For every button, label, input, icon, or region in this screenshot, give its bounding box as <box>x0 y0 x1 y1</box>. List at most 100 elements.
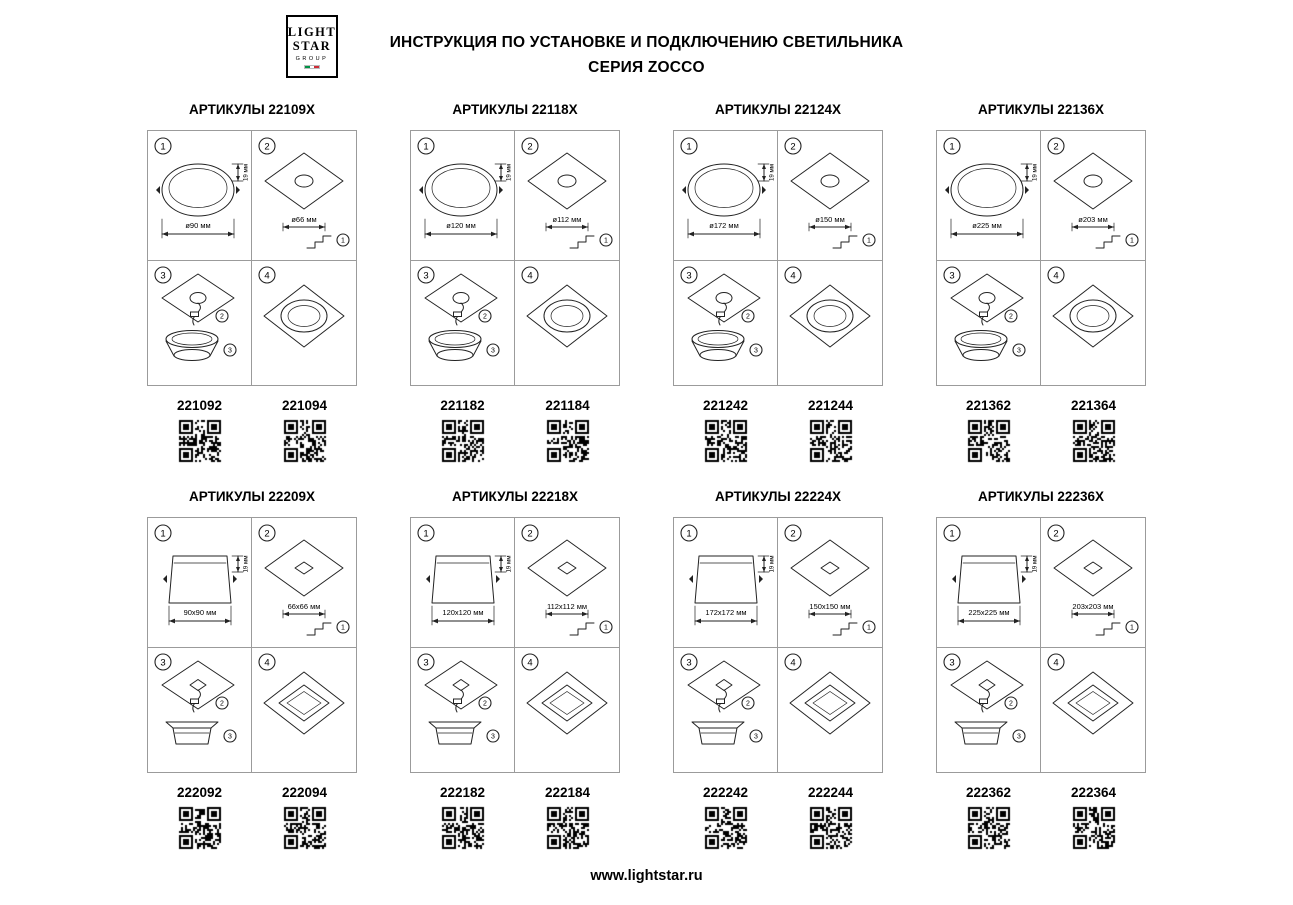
dimension-label: ø90 мм <box>185 221 210 230</box>
dimension-label: 120x120 мм <box>442 608 483 617</box>
step-number-badge: 1 <box>154 137 172 155</box>
ceiling-tile-drawing <box>527 152 607 210</box>
installed-fixture-drawing <box>263 284 345 348</box>
ceiling-step-icon <box>832 235 858 249</box>
panel-title: АРТИКУЛЫ 22224X <box>715 489 841 504</box>
wire-drawing <box>979 689 990 713</box>
product-code: 222244 <box>807 785 854 800</box>
wire-drawing <box>716 302 727 326</box>
qr-code <box>701 417 750 465</box>
step-annotation-badge: 1 <box>862 620 876 634</box>
panel-title: АРТИКУЛЫ 22109X <box>189 102 315 117</box>
step1-fixture-dimensions-diagram: 1 ø120 мм <box>417 137 513 239</box>
step-number-badge: 4 <box>784 266 802 284</box>
dimension-label: 112x112 мм <box>547 602 587 611</box>
svg-text:3: 3 <box>423 270 428 281</box>
step3-wiring-installation-diagram: 3 2 <box>417 653 500 745</box>
round-fixture-drawing <box>419 163 503 217</box>
qr-code <box>806 417 855 465</box>
installed-fixture-drawing <box>526 284 608 348</box>
panel-row: АРТИКУЛЫ 22209X 1 <box>0 489 1293 852</box>
article-panel: АРТИКУЛЫ 22218X 1 <box>410 489 620 852</box>
step1-fixture-dimensions-diagram: 1 172x172 мм <box>680 524 776 626</box>
article-panel: АРТИКУЛЫ 22136X 1 <box>936 102 1146 465</box>
svg-text:2: 2 <box>1053 141 1058 152</box>
step3-cell: 3 2 <box>148 261 252 385</box>
panel-title: АРТИКУЛЫ 22124X <box>715 102 841 117</box>
svg-text:2: 2 <box>790 528 795 539</box>
installed-fixture-drawing <box>1052 284 1134 348</box>
step3-cell: 3 2 <box>674 648 778 772</box>
svg-text:4: 4 <box>1053 657 1058 668</box>
height-dimension: 19 мм <box>757 555 776 573</box>
width-dimension: ø172 мм <box>687 218 761 239</box>
step-number-badge: 3 <box>154 653 172 671</box>
dimension-label: 90x90 мм <box>184 608 217 617</box>
instruction-diagram-box: 1 ø172 мм <box>673 130 883 386</box>
step-number-badge: 4 <box>521 266 539 284</box>
step2-cell: 2 203x203 мм <box>1041 518 1145 648</box>
round-downlight-drawing <box>428 330 482 361</box>
svg-text:2: 2 <box>483 314 487 321</box>
step4-cell: 4 <box>515 648 619 772</box>
svg-text:3: 3 <box>1017 348 1021 355</box>
article-panel: АРТИКУЛЫ 22118X 1 <box>410 102 620 465</box>
step-number-badge: 3 <box>417 653 435 671</box>
step3-cell: 3 2 <box>411 648 515 772</box>
step-number-badge: 3 <box>680 653 698 671</box>
step3-cell: 3 2 <box>411 261 515 385</box>
dimension-label: 19 мм <box>1032 164 1039 181</box>
instruction-diagram-box: 1 172x172 мм <box>673 517 883 773</box>
height-dimension: 19 мм <box>231 163 250 182</box>
width-dimension: ø90 мм <box>161 218 235 239</box>
product-code: 221242 <box>702 398 749 413</box>
svg-text:2: 2 <box>527 141 532 152</box>
step-number-badge: 3 <box>154 266 172 284</box>
ceiling-step-icon <box>832 622 858 636</box>
panel-title: АРТИКУЛЫ 22218X <box>452 489 578 504</box>
step-number-badge: 2 <box>784 524 802 542</box>
product-codes: 222362 222364 <box>936 785 1146 800</box>
dimension-label: ø225 мм <box>972 221 1002 230</box>
product-codes: 222092 222094 <box>147 785 357 800</box>
cutout-dimension: 203x203 мм <box>1071 602 1115 619</box>
dimension-label: ø112 мм <box>553 215 582 224</box>
step2-cell: 2 ø150 мм <box>778 131 882 261</box>
qr-code <box>806 804 855 852</box>
dimension-label: ø203 мм <box>1078 215 1108 224</box>
product-codes: 221362 221364 <box>936 398 1146 413</box>
wire-drawing <box>453 302 464 326</box>
svg-text:2: 2 <box>264 528 269 539</box>
wire-drawing <box>716 689 727 713</box>
svg-text:1: 1 <box>604 625 608 632</box>
ceiling-step-icon <box>1095 235 1121 249</box>
svg-text:4: 4 <box>264 657 269 668</box>
width-dimension: 225x225 мм <box>957 605 1021 626</box>
step-annotation-badge: 1 <box>1125 233 1139 247</box>
step-number-badge: 1 <box>943 524 961 542</box>
svg-text:3: 3 <box>228 734 232 741</box>
svg-text:1: 1 <box>686 141 691 152</box>
product-code: 222364 <box>1070 785 1117 800</box>
step1-cell: 1 225x225 мм <box>937 518 1041 648</box>
height-dimension: 19 мм <box>1020 555 1039 573</box>
wire-drawing <box>979 302 990 326</box>
article-panel: АРТИКУЛЫ 22224X 1 <box>673 489 883 852</box>
step4-installed-view-diagram: 4 <box>1047 266 1134 348</box>
product-code: 221184 <box>545 398 590 413</box>
round-fixture-drawing <box>156 163 240 217</box>
step-number-badge: 3 <box>943 653 961 671</box>
step1-cell: 1 ø120 мм <box>411 131 515 261</box>
square-downlight-drawing <box>954 721 1008 745</box>
qr-codes <box>410 417 620 465</box>
step-annotation-badge: 2 <box>215 309 229 323</box>
step4-cell: 4 <box>778 648 882 772</box>
square-downlight-drawing <box>428 721 482 745</box>
lightstar-logo: LIGHT STAR GROUP <box>286 15 338 78</box>
height-dimension: 19 мм <box>231 555 250 573</box>
step2-cell: 2 150x150 мм <box>778 518 882 648</box>
dimension-label: ø66 мм <box>291 215 316 224</box>
product-code: 221182 <box>440 398 485 413</box>
qr-codes <box>673 417 883 465</box>
